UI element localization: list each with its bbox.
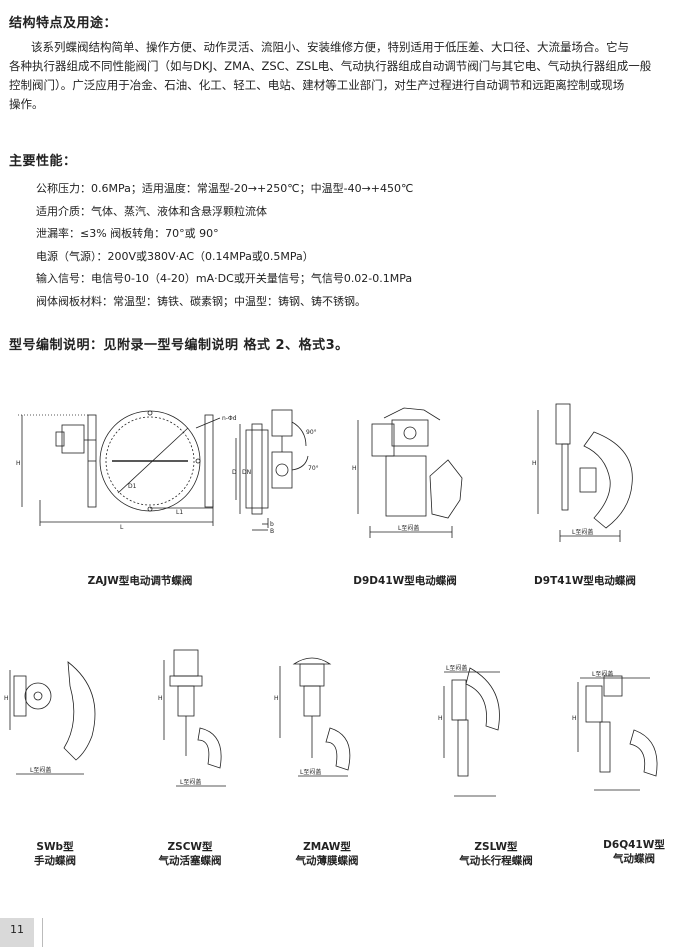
- dim-h-d6q41w: H: [572, 715, 577, 722]
- dim-h-zajw: H: [16, 460, 21, 467]
- caption-zslw-type: 气动长行程蝶阀: [459, 855, 533, 867]
- caption-d6q41w-model: D6Q41W型: [603, 839, 665, 851]
- caption-swb-model: SWb型: [36, 841, 74, 853]
- dim-l-d9d41w: L至闷盖: [398, 524, 419, 532]
- caption-zslw: ZSLW型 气动长行程蝶阀: [446, 840, 546, 868]
- page-number-tab: [0, 918, 34, 947]
- caption-swb-type: 手动蝶阀: [34, 855, 76, 867]
- caption-zscw: ZSCW型 气动活塞蝶阀: [145, 840, 235, 868]
- perf-item-material: 阀体阀板材料：常温型：铸铁、碳素钢；中温型：铸钢、铸不锈钢。: [36, 294, 366, 308]
- caption-zslw-model: ZSLW型: [474, 841, 518, 853]
- performance-list: 公称压力：0.6MPa；适用温度：常温型-20→+250℃；中温型-40→+45…: [36, 178, 413, 313]
- features-line-1: 该系列蝶阀结构简单、操作方便、动作灵活、流阻小、安装维修方便，特别适用于低压差、…: [31, 40, 629, 54]
- dim-nphid-zajw: n-Φd: [222, 415, 237, 422]
- caption-zmaw-type: 气动薄膜蝶阀: [295, 855, 359, 867]
- dim-h-zscw: H: [158, 695, 163, 702]
- perf-item-signal: 输入信号：电信号0-10（4-20）mA·DC或开关量信号；气信号0.02-0.…: [36, 272, 413, 285]
- caption-d6q41w-type: 气动蝶阀: [613, 853, 655, 865]
- dim-l-zslw: L至闷盖: [446, 664, 467, 672]
- angle-70: 70°: [308, 465, 319, 472]
- features-line-3: 控制阀门）。广泛应用于冶金、石油、化工、轻工、电站、建材等工业部门，对生产过程进…: [9, 78, 625, 92]
- dim-h-d9t41w: H: [532, 460, 537, 467]
- page-number: 11: [10, 923, 24, 936]
- dim-h-swb: H: [4, 695, 9, 702]
- features-line-2: 各种执行器组成不同性能阀门（如与DKJ、ZMA、ZSC、ZSL电、气动执行器组成…: [9, 59, 652, 73]
- caption-zscw-type: 气动活塞蝶阀: [158, 855, 222, 867]
- caption-d6q41w: D6Q41W型 气动蝶阀: [594, 838, 674, 866]
- caption-d9t41w: D9T41W型电动蝶阀: [534, 575, 636, 587]
- dim-b-big: B: [270, 528, 274, 535]
- dim-d1-zajw: D1: [128, 483, 137, 490]
- dim-l-zajw: L: [120, 524, 124, 531]
- caption-zscw-model: ZSCW型: [167, 841, 213, 853]
- dim-l-swb: L至闷盖: [30, 766, 51, 774]
- perf-item-medium: 适用介质：气体、蒸汽、液体和含悬浮颗粒流体: [36, 204, 267, 218]
- dim-l1-zajw: L1: [176, 509, 183, 516]
- footer-divider: [42, 918, 43, 947]
- caption-zmaw: ZMAW型 气动薄膜蝶阀: [282, 840, 372, 868]
- perf-item-power: 电源（气源）：200V或380V·AC（0.14MPa或0.5MPa）: [36, 249, 314, 263]
- dim-h-zslw: H: [438, 715, 443, 722]
- features-line-4: 操作。: [9, 97, 44, 111]
- dim-h-zmaw: H: [274, 695, 279, 702]
- dim-l-zmaw: L至闷盖: [300, 768, 321, 776]
- perf-item-leakage: 泄漏率：≤3% 阀板转角：70°或 90°: [36, 227, 219, 240]
- caption-zmaw-model: ZMAW型: [303, 841, 351, 853]
- dim-d-side: D: [232, 469, 237, 476]
- caption-swb: SWb型 手动蝶阀: [20, 840, 90, 868]
- angle-90: 90°: [306, 429, 317, 436]
- dim-l-d6q41w: L至闷盖: [592, 670, 613, 678]
- section-title-performance: 主要性能：: [9, 154, 77, 169]
- features-paragraph: 该系列蝶阀结构简单、操作方便、动作灵活、流阻小、安装维修方便，特别适用于低压差、…: [9, 38, 669, 114]
- caption-d9d41w: D9D41W型电动蝶阀: [353, 575, 457, 587]
- caption-zajw: ZAJW型电动调节蝶阀: [87, 575, 193, 587]
- perf-item-pressure: 公称压力：0.6MPa；适用温度：常温型-20→+250℃；中温型-40→+45…: [36, 182, 414, 195]
- section-title-features: 结构特点及用途：: [9, 16, 118, 31]
- dim-l-zscw: L至闷盖: [180, 778, 201, 786]
- dim-dn-side: DN: [242, 469, 251, 476]
- dim-b-small: b: [270, 521, 274, 528]
- dim-h-d9d41w: H: [352, 465, 357, 472]
- section-title-model: 型号编制说明：见附录一型号编制说明 格式 2、格式3。: [9, 338, 349, 353]
- dim-l-d9t41w: L至闷盖: [572, 528, 593, 536]
